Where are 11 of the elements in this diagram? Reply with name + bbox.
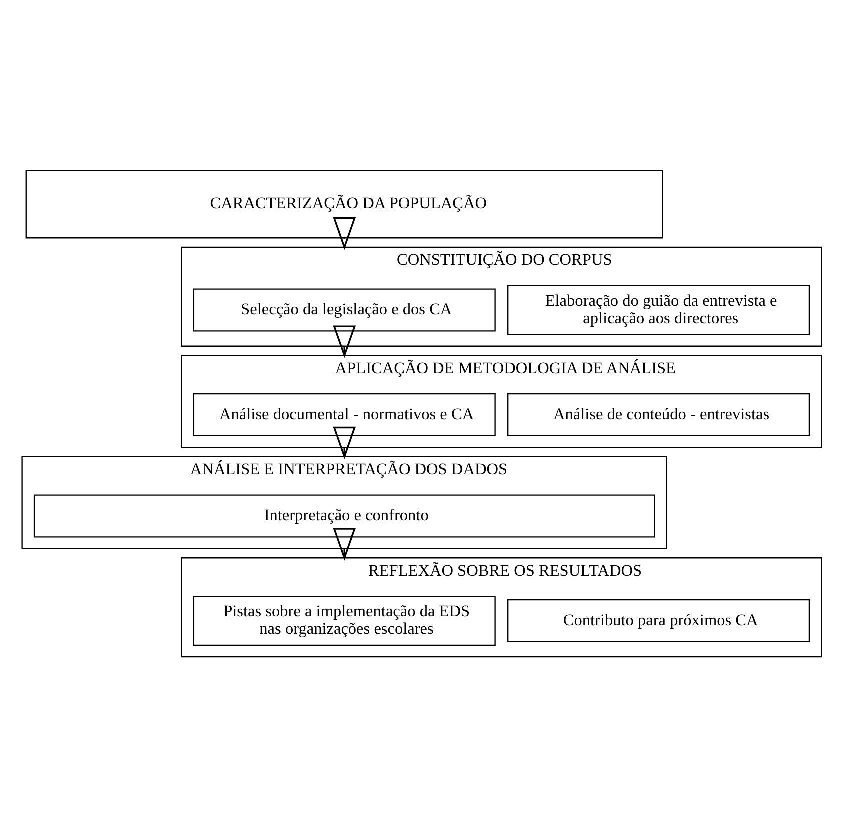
arrow xyxy=(333,528,356,560)
node-box: Contributo para próximos CA xyxy=(508,598,810,642)
node-box: Interpretação e confronto xyxy=(34,494,656,538)
node-box: Selecção da legislação e dos CA xyxy=(193,288,496,332)
arrow xyxy=(333,216,356,250)
arrow xyxy=(333,325,356,358)
node-box: Pistas sobre a implementação da EDS nas organizações escolares xyxy=(193,595,496,646)
node-box: Elaboração do guião da entrevista e aplicação aos directores xyxy=(508,284,810,335)
arrow xyxy=(333,426,356,460)
node-box: Análise documental - normativos e CA xyxy=(193,392,496,436)
node-box: Análise de conteúdo - entrevistas xyxy=(508,392,810,436)
